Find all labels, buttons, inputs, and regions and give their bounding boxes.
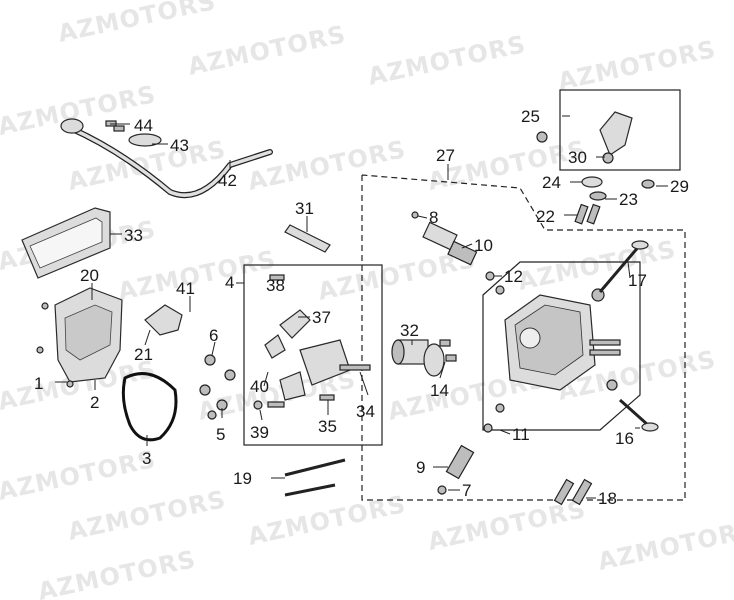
watermark: AZMOTORS	[115, 245, 278, 306]
callout-38: 38	[266, 276, 285, 295]
watermark: AZMOTORS	[0, 445, 159, 506]
callout-37: 37	[312, 308, 331, 327]
callout-6: 6	[209, 326, 218, 345]
callout-7: 7	[462, 481, 471, 500]
callout-44: 44	[134, 116, 153, 135]
callout-5: 5	[216, 425, 225, 444]
frame-cylinder-head-assembly	[361, 174, 686, 501]
part-o-ring	[121, 372, 178, 442]
watermark: AZMOTORS	[245, 490, 408, 551]
part-oil-pipe	[60, 118, 273, 199]
part-dowel-pins	[553, 478, 593, 506]
part-camshaft	[391, 339, 445, 377]
part-nuts	[199, 354, 236, 420]
callout-35: 35	[318, 417, 337, 436]
callout-17: 17	[628, 271, 647, 290]
part-cylinder-head	[504, 288, 621, 391]
frame-camshaft-assembly	[243, 264, 383, 446]
part-head-cover	[36, 287, 123, 388]
callout-8: 8	[429, 208, 438, 227]
leader-lines	[55, 115, 668, 499]
callout-33: 33	[124, 226, 143, 245]
callout-19: 19	[233, 469, 252, 488]
callout-27: 27	[436, 146, 455, 165]
callout-14: 14	[430, 381, 449, 400]
callout-29: 29	[670, 177, 689, 196]
watermark: AZMOTORS	[515, 235, 678, 296]
watermark: AZMOTORS	[595, 515, 734, 576]
watermark: AZMOTORS	[65, 485, 228, 546]
callout-12: 12	[504, 267, 523, 286]
part-exhaust-valve-spring	[437, 403, 505, 495]
callout-39: 39	[250, 423, 269, 442]
callout-labels: 44 43 42 33 20 1 2 3 21 41 6 5 4 31 38 3…	[34, 107, 689, 508]
part-gasket-strip	[21, 207, 111, 279]
part-valves	[598, 240, 659, 432]
callout-10: 10	[474, 236, 493, 255]
frame-cylinder-head	[482, 261, 641, 431]
part-studs	[284, 458, 346, 497]
part-small-fasteners	[439, 339, 457, 362]
watermark: AZMOTORS	[185, 20, 348, 81]
assembly-frames	[243, 89, 686, 501]
callout-30: 30	[568, 148, 587, 167]
callout-43: 43	[170, 136, 189, 155]
part-thermostat-fittings	[574, 176, 655, 225]
callout-21: 21	[134, 345, 153, 364]
callout-11: 11	[512, 425, 530, 444]
callout-32: 32	[400, 321, 419, 340]
watermark: AZMOTORS	[425, 495, 588, 556]
callout-22: 22	[536, 207, 555, 226]
part-camshaft-rockers	[253, 274, 371, 410]
watermark: AZMOTORS	[555, 35, 718, 96]
callout-18: 18	[598, 489, 617, 508]
callout-2: 2	[90, 393, 99, 412]
watermark: AZMOTORS	[35, 545, 198, 600]
callout-24: 24	[542, 173, 561, 192]
part-bracket	[144, 304, 183, 336]
part-thermostat	[536, 111, 633, 164]
callout-42: 42	[218, 171, 237, 190]
callout-25: 25	[521, 107, 540, 126]
callout-1: 1	[34, 374, 43, 393]
callout-34: 34	[356, 402, 375, 421]
callout-4: 4	[225, 273, 234, 292]
callout-23: 23	[619, 190, 638, 209]
callout-41: 41	[176, 279, 195, 298]
part-tensioner	[284, 224, 331, 253]
callout-16: 16	[615, 429, 634, 448]
callout-20: 20	[80, 266, 99, 285]
callout-9: 9	[416, 458, 425, 477]
watermark: AZMOTORS	[245, 135, 408, 196]
callout-3: 3	[142, 449, 151, 468]
frame-thermostat	[559, 89, 681, 171]
watermark: AZMOTORS	[425, 135, 588, 196]
watermark: AZMOTORS	[55, 0, 218, 48]
callout-31: 31	[295, 199, 314, 218]
callout-40: 40	[250, 377, 269, 396]
watermark: AZMOTORS	[365, 30, 528, 91]
